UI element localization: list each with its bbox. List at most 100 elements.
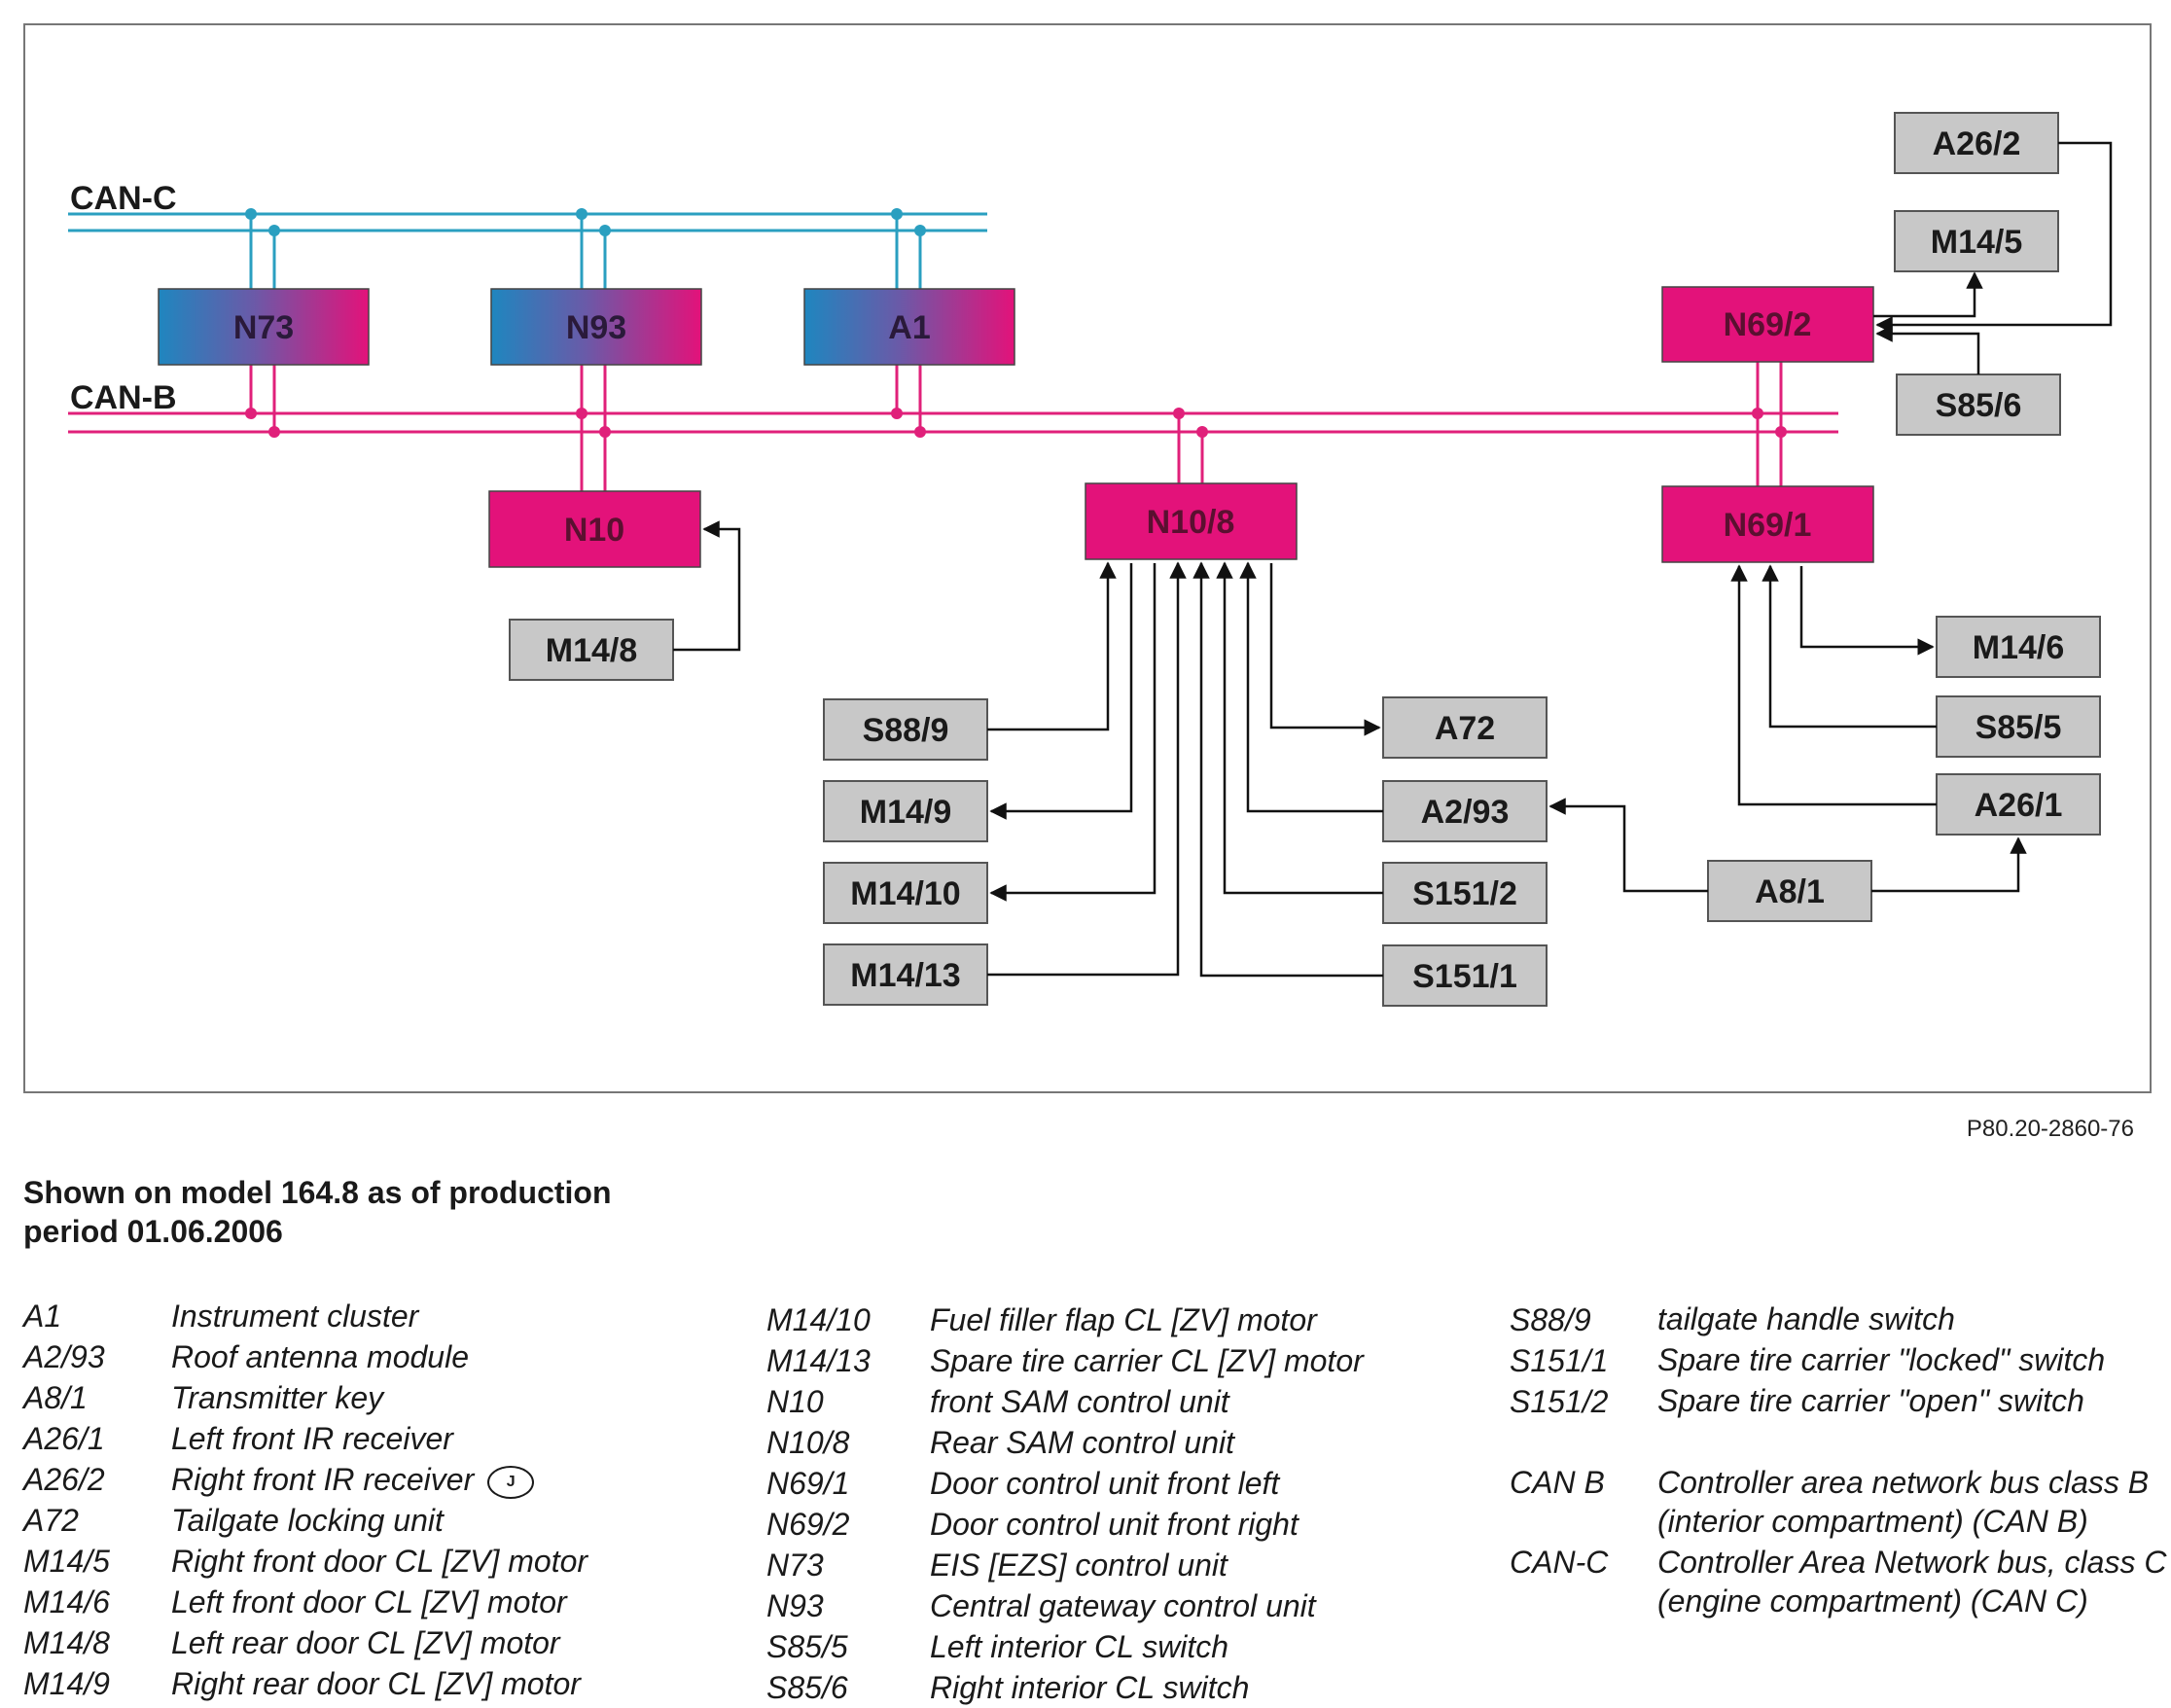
svg-text:N73: N73	[233, 309, 294, 346]
box-n10: N10	[488, 490, 701, 568]
can-b-label: CAN-B	[70, 379, 177, 416]
label-s88-9: S88/9	[863, 712, 949, 749]
box-n93: N93	[490, 288, 702, 366]
legend-row: A1 Instrument cluster	[23, 1296, 587, 1336]
legend-code: A26/2	[23, 1462, 105, 1497]
legend-description-text: EIS [EZS] control unit	[930, 1548, 1228, 1583]
legend-code: S85/6	[766, 1670, 848, 1705]
legend-row: S88/9 tailgate handle switch	[1510, 1299, 2171, 1340]
legend-row: S151/1 Spare tire carrier "locked" switch	[1510, 1340, 2171, 1381]
can-b-junctions	[245, 408, 1787, 438]
box-n69-1: N69/1	[1661, 485, 1874, 563]
label-s85-6: S85/6	[1936, 387, 2022, 424]
can-b-bus	[68, 361, 1838, 491]
legend-row: A72 Tailgate locking unit	[23, 1500, 587, 1541]
box-a8-1	[1707, 860, 1872, 922]
legend-spacer	[1510, 1422, 2171, 1463]
legend-description: Right front door CL [ZV] motor	[171, 1541, 587, 1582]
legend-description-text: tailgate handle switch	[1657, 1301, 1955, 1336]
diagram-caption: Shown on model 164.8 as of production pe…	[23, 1175, 612, 1249]
legend-description-text: Spare tire carrier CL [ZV] motor	[930, 1343, 1364, 1378]
legend-code: S151/2	[1510, 1384, 1609, 1419]
legend-description-text: Right front door CL [ZV] motor	[171, 1544, 588, 1579]
legend-description-text: Door control unit front left	[930, 1466, 1280, 1501]
legend-code: M14/8	[23, 1625, 110, 1660]
legend-description-text: Right rear door CL [ZV] motor	[171, 1666, 581, 1701]
legend-description-text: Spare tire carrier "open" switch	[1657, 1383, 2084, 1418]
legend-code: N73	[766, 1548, 824, 1583]
svg-text:N10/8: N10/8	[1147, 504, 1235, 541]
box-a26-2	[1894, 112, 2059, 174]
figure-reference: P80.20-2860-76	[1966, 1116, 2134, 1142]
legend-code: N69/2	[766, 1507, 850, 1542]
label-a26-2: A26/2	[1933, 125, 2021, 162]
label-m14-9: M14/9	[860, 794, 952, 831]
legend-description: Spare tire carrier "locked" switch	[1657, 1340, 2171, 1381]
label-m14-10: M14/10	[850, 875, 960, 912]
legend-code: A1	[23, 1299, 62, 1334]
box-s151-1	[1382, 944, 1548, 1007]
svg-text:A1: A1	[888, 309, 930, 346]
legend-description-text: front SAM control unit	[930, 1384, 1229, 1419]
legend-description: EIS [EZS] control unit	[930, 1545, 1228, 1585]
legend-code: N93	[766, 1588, 824, 1623]
svg-text:N93: N93	[566, 309, 626, 346]
box-m14-10	[823, 862, 988, 924]
label-a72: A72	[1435, 710, 1495, 747]
legend-description-text: Central gateway control unit	[930, 1588, 1316, 1623]
box-a1: A1	[803, 288, 1015, 366]
legend-code: A72	[23, 1503, 79, 1538]
locking-system-diagram: CAN-C CAN-B N73 N93	[23, 23, 2152, 1093]
legend-description: Spare tire carrier CL [ZV] motor	[930, 1340, 1364, 1381]
svg-text:N69/1: N69/1	[1724, 507, 1812, 544]
box-m14-8	[509, 619, 674, 681]
box-s85-5	[1936, 695, 2101, 758]
label-m14-6: M14/6	[1973, 629, 2065, 666]
legend-description: Fuel filler flap CL [ZV] motor	[930, 1299, 1317, 1340]
box-n73: N73	[158, 288, 370, 366]
legend-code: S151/1	[1510, 1343, 1609, 1378]
legend-description: Central gateway control unit	[930, 1585, 1316, 1626]
legend-row: N10/8 Rear SAM control unit	[766, 1422, 1364, 1463]
legend-description: Left interior CL switch	[930, 1626, 1228, 1667]
legend-description-text: Transmitter key	[171, 1380, 384, 1415]
legend-description-text: Tailgate locking unit	[171, 1503, 444, 1538]
legend-description-text: Fuel filler flap CL [ZV] motor	[930, 1302, 1317, 1337]
legend-description: Roof antenna module	[171, 1336, 469, 1377]
box-m14-13	[823, 943, 988, 1006]
legend-description-text: Left rear door CL [ZV] motor	[171, 1625, 560, 1660]
label-s151-2: S151/2	[1412, 875, 1517, 912]
legend-code: S88/9	[1510, 1302, 1591, 1337]
legend-description-text: Rear SAM control unit	[930, 1425, 1235, 1460]
legend-description: Spare tire carrier "open" switch	[1657, 1381, 2171, 1422]
j-symbol-icon: J	[487, 1465, 535, 1499]
legend-description-text: Instrument cluster	[171, 1299, 419, 1334]
can-c-label: CAN-C	[70, 180, 177, 217]
legend-description: Right rear door CL [ZV] motor	[171, 1663, 581, 1704]
legend-row: N93 Central gateway control unit	[766, 1585, 1364, 1626]
legend-description: Controller area network bus class B (int…	[1657, 1463, 2171, 1541]
legend-code: M14/13	[766, 1343, 871, 1378]
legend-code: N10/8	[766, 1425, 850, 1460]
box-m14-6	[1936, 616, 2101, 678]
label-m14-8: M14/8	[546, 632, 638, 669]
box-n10-8: N10/8	[1085, 482, 1298, 560]
svg-text:N69/2: N69/2	[1724, 306, 1812, 343]
legend-description: Left front door CL [ZV] motor	[171, 1582, 567, 1622]
legend-code: CAN-C	[1510, 1545, 1609, 1580]
box-s85-6	[1896, 374, 2061, 436]
label-s151-1: S151/1	[1412, 958, 1517, 995]
box-m14-5	[1894, 210, 2059, 272]
